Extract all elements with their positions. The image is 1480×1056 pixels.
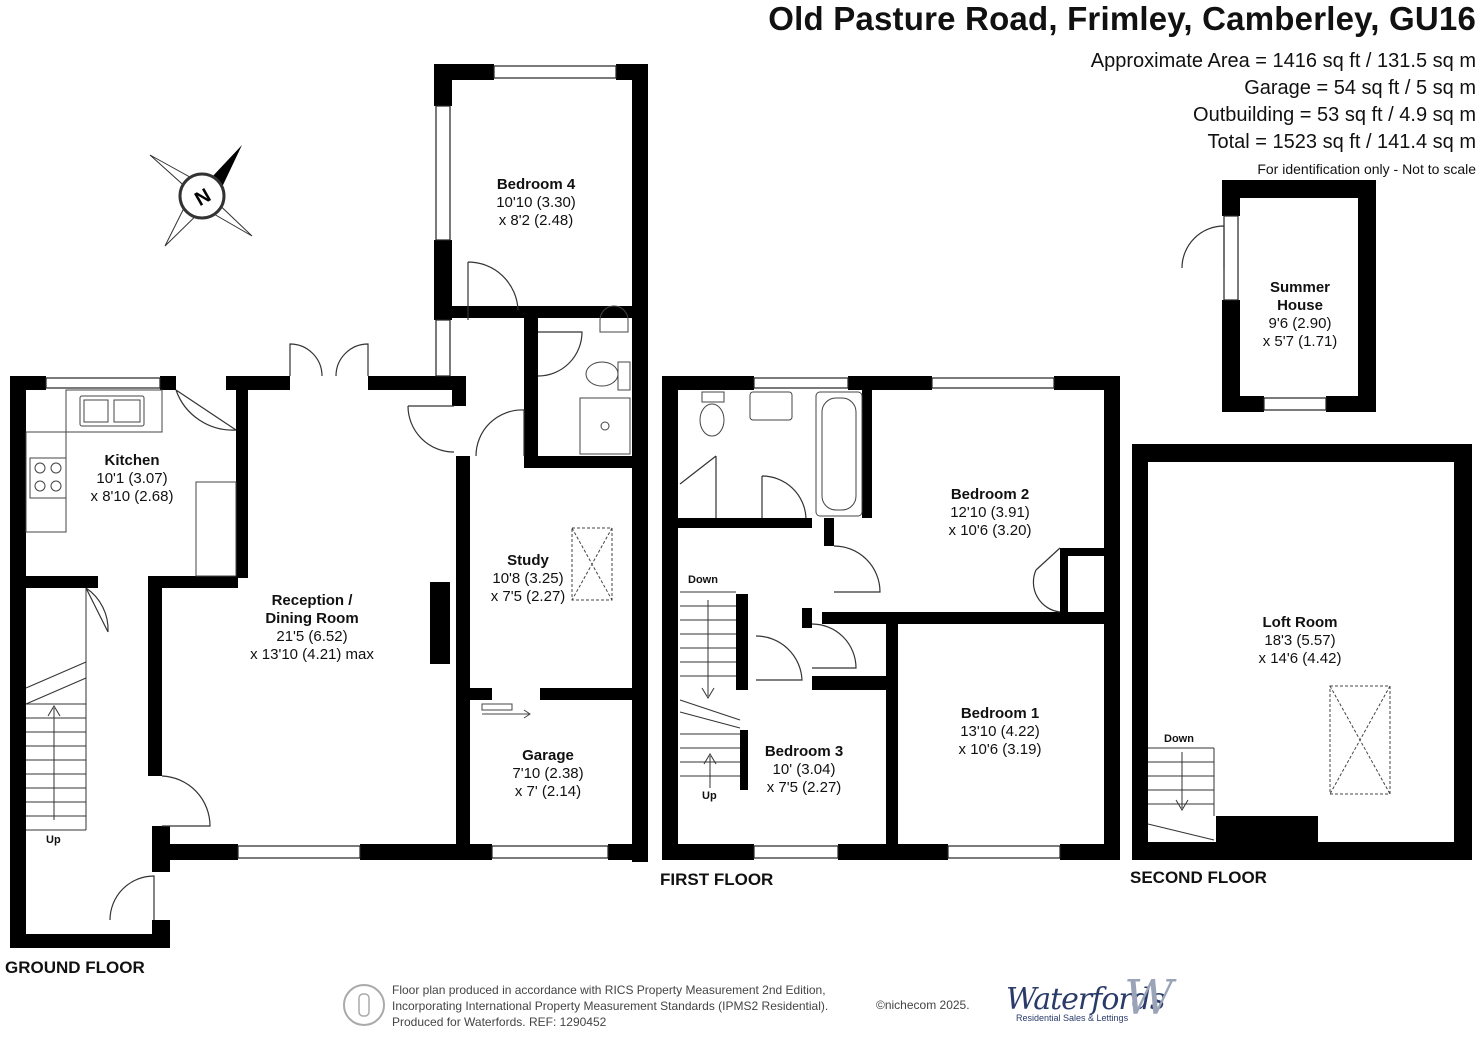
room-name: House xyxy=(1277,297,1323,314)
room-bedroom-2: Bedroom 2 12'10 (3.91) x 10'6 (3.20) xyxy=(949,486,1032,540)
stairs-down-label: Down xyxy=(1164,733,1194,745)
room-dim: x 10'6 (3.19) xyxy=(958,741,1042,758)
room-dim: 21'5 (6.52) xyxy=(276,628,348,645)
room-name: Bedroom 3 xyxy=(764,743,844,760)
room-name: Study xyxy=(507,552,549,569)
measure-icon xyxy=(343,984,385,1026)
room-summer-house: Summer House 9'6 (2.90) x 5'7 (1.71) xyxy=(1263,279,1338,351)
room-dim: x 7'5 (2.27) xyxy=(490,588,566,605)
stairs-up-label: Up xyxy=(702,790,717,802)
floor-label-second: SECOND FLOOR xyxy=(1130,868,1267,887)
room-name: Reception / xyxy=(271,592,353,609)
room-dim: x 5'7 (1.71) xyxy=(1262,333,1338,350)
footer-line: Floor plan produced in accordance with R… xyxy=(392,983,826,997)
room-dim: 7'10 (2.38) xyxy=(512,765,584,782)
stairs-down-label: Down xyxy=(688,574,718,586)
room-dim: x 7'5 (2.27) xyxy=(766,779,842,796)
floor-label-first: FIRST FLOOR xyxy=(660,870,774,889)
room-dim: 18'3 (5.57) xyxy=(1264,632,1336,649)
room-dim: x 13'10 (4.21) max xyxy=(250,646,374,663)
room-kitchen: Kitchen 10'1 (3.07) x 8'10 (2.68) xyxy=(91,452,174,506)
compass-icon xyxy=(149,145,253,247)
stairs xyxy=(25,588,1215,841)
footer-text: Floor plan produced in accordance with R… xyxy=(392,982,828,1030)
room-garage: Garage 7'10 (2.38) x 7' (2.14) xyxy=(512,747,583,801)
doors xyxy=(85,225,1225,921)
room-dim: 10'10 (3.30) xyxy=(496,194,576,211)
copyright: ©nichecom 2025. xyxy=(876,998,970,1012)
logo-tagline: Residential Sales & Lettings xyxy=(1016,1013,1129,1023)
fixtures xyxy=(25,305,1391,795)
walls xyxy=(10,64,1472,948)
room-dim: x 8'2 (2.48) xyxy=(498,212,574,229)
room-loft: Loft Room 18'3 (5.57) x 14'6 (4.42) xyxy=(1259,614,1342,668)
room-name: Garage xyxy=(522,747,574,764)
room-name: Summer xyxy=(1269,279,1331,296)
waterfords-logo: W Waterfords Residential Sales & Letting… xyxy=(1006,970,1173,1026)
room-bedroom-4: Bedroom 4 10'10 (3.30) x 8'2 (2.48) xyxy=(496,176,576,230)
room-name: Loft Room xyxy=(1262,614,1338,631)
room-dim: x 7' (2.14) xyxy=(514,783,582,800)
area-outbuilding: Outbuilding = 53 sq ft / 4.9 sq m xyxy=(1193,104,1476,126)
windows xyxy=(45,65,1327,859)
area-approximate: Approximate Area = 1416 sq ft / 131.5 sq… xyxy=(1090,50,1476,72)
area-garage: Garage = 54 sq ft / 5 sq m xyxy=(1244,77,1476,99)
footer-line: Produced for Waterfords. REF: 1290452 xyxy=(392,1015,607,1029)
room-bedroom-3: Bedroom 3 10' (3.04) x 7'5 (2.27) xyxy=(765,743,843,797)
room-dim: 10'1 (3.07) xyxy=(96,470,168,487)
room-name: Kitchen xyxy=(104,452,160,469)
footer-line: Incorporating International Property Mea… xyxy=(392,999,829,1013)
room-reception: Reception / Dining Room 21'5 (6.52) x 13… xyxy=(250,592,374,664)
room-dim: 10' (3.04) xyxy=(772,761,836,778)
room-dim: x 8'10 (2.68) xyxy=(90,488,174,505)
room-dim: 10'8 (3.25) xyxy=(492,570,564,587)
room-name: Dining Room xyxy=(265,610,359,627)
room-dim: x 10'6 (3.20) xyxy=(948,522,1032,539)
floor-label-ground: GROUND FLOOR xyxy=(5,958,145,977)
logo-name: Waterfords xyxy=(1006,982,1165,1017)
logo-mark: W xyxy=(1124,970,1174,1026)
room-dim: 13'10 (4.22) xyxy=(960,723,1040,740)
room-bedroom-1: Bedroom 1 13'10 (4.22) x 10'6 (3.19) xyxy=(959,705,1042,759)
plan-title: Old Pasture Road, Frimley, Camberley, GU… xyxy=(768,0,1476,37)
area-total: Total = 1523 sq ft / 141.4 sq m xyxy=(1207,131,1477,153)
room-name: Bedroom 2 xyxy=(950,486,1030,503)
room-study: Study 10'8 (3.25) x 7'5 (2.27) xyxy=(491,552,566,606)
room-dim: 9'6 (2.90) xyxy=(1268,315,1332,332)
room-dim: 12'10 (3.91) xyxy=(950,504,1030,521)
scale-note: For identification only - Not to scale xyxy=(1257,161,1476,177)
room-name: Bedroom 4 xyxy=(496,176,576,193)
room-name: Bedroom 1 xyxy=(960,705,1040,722)
room-dim: x 14'6 (4.42) xyxy=(1258,650,1342,667)
stairs-up-label: Up xyxy=(46,834,61,846)
